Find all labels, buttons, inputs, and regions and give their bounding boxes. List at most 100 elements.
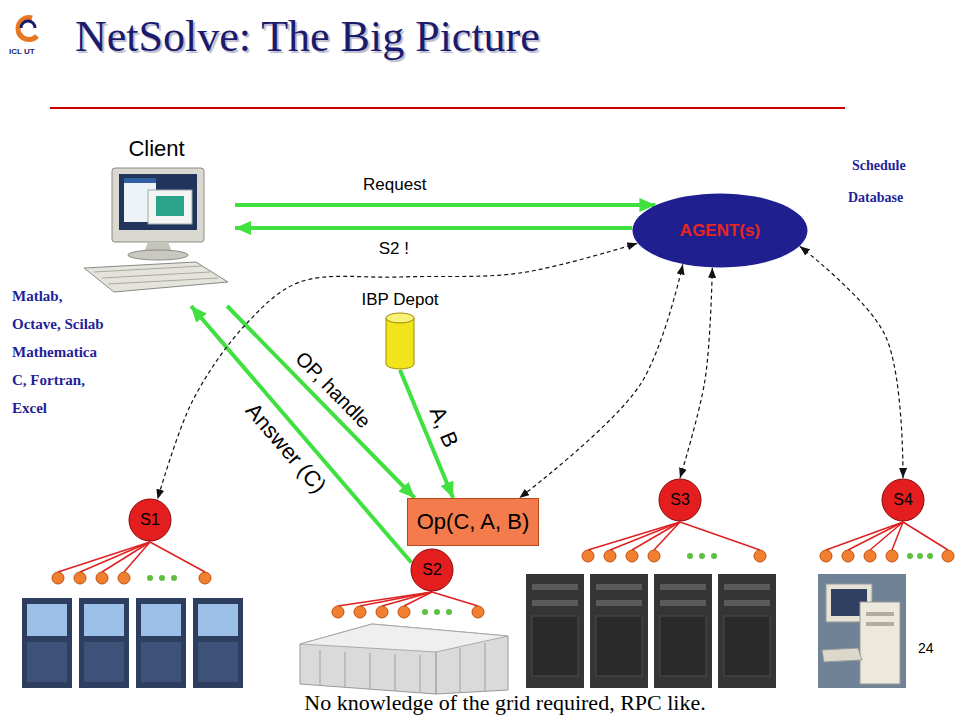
supercomputer: [485, 643, 486, 691]
ellipsis-dot: [687, 553, 693, 559]
fan-out-wires: [150, 542, 205, 572]
worker-dot: [376, 606, 388, 618]
fan-out-wires: [80, 542, 150, 572]
server-racks: [660, 584, 706, 590]
workstation-cluster: [198, 642, 238, 682]
workstation: [822, 648, 862, 662]
fan-out-wires: [360, 592, 432, 606]
icl-logo: [18, 18, 37, 40]
worker-dot: [842, 550, 854, 562]
supercomputer: [460, 648, 461, 692]
workstation-cluster: [141, 642, 181, 682]
arrow-label: Request: [360, 175, 429, 195]
client-workstation: Client: [78, 136, 235, 306]
workstation-cluster: [84, 642, 124, 682]
worker-dot: [332, 606, 344, 618]
ellipsis-dot: [422, 609, 428, 615]
client-computer: [94, 266, 202, 272]
slide-caption: No knowledge of the grid required, RPC l…: [304, 690, 705, 715]
fan-out-wires: [610, 522, 680, 550]
client-interface: C, Fortran,: [12, 372, 85, 389]
arrow-label: Answer (C): [239, 396, 334, 500]
title-rule: [50, 107, 845, 109]
arrow-label: OP, handle: [289, 345, 378, 435]
server-circle: S4: [881, 478, 925, 522]
node-label: S1: [140, 511, 160, 529]
agent-note: Schedule: [852, 158, 906, 174]
node-label: S2: [422, 561, 442, 579]
worker-dot: [648, 550, 660, 562]
ellipsis-dot: [446, 609, 452, 615]
worker-dot: [582, 550, 594, 562]
depot-cylinder: [386, 313, 414, 323]
fan-out-wires: [903, 522, 948, 550]
dashed-link: [680, 268, 712, 478]
supercomputer: [300, 624, 508, 652]
workstation-cluster: [84, 604, 124, 636]
ellipsis-dot: [711, 553, 717, 559]
fan-out-wires: [338, 592, 432, 606]
server-racks: [654, 574, 712, 688]
node-label: IBP Depot: [361, 290, 438, 310]
fan-out-wires: [680, 522, 760, 550]
supercomputer: [370, 653, 371, 689]
client-computer: [84, 262, 228, 292]
workstation-cluster: [193, 598, 243, 688]
worker-dot: [96, 572, 108, 584]
server-racks: [724, 584, 770, 590]
dashed-link: [800, 246, 903, 478]
worker-dot: [820, 550, 832, 562]
arrow-label: A, B: [423, 400, 465, 454]
workstation: [818, 574, 906, 688]
slide-title: NetSolve: The Big Picture: [75, 12, 540, 63]
supercomputer: [300, 624, 508, 694]
server-racks: [660, 600, 706, 606]
worker-dot: [199, 572, 211, 584]
client-computer: [108, 278, 218, 284]
message-arrow: [235, 203, 655, 207]
ellipsis-dot: [171, 575, 177, 581]
server-racks: [532, 616, 578, 676]
workstation: [818, 574, 906, 688]
worker-dot: [942, 550, 954, 562]
server-racks: [724, 616, 770, 676]
ellipsis-dot: [917, 553, 923, 559]
workstation-cluster: [198, 604, 238, 636]
workstation-cluster: [141, 604, 181, 636]
worker-dot: [398, 606, 410, 618]
node-label: S4: [893, 491, 913, 509]
client-computer: [124, 178, 156, 183]
supercomputer: [436, 652, 437, 694]
client-interface: Octave, Scilab: [12, 316, 104, 333]
server-racks: [532, 584, 578, 590]
node-label: AGENT(s): [680, 221, 760, 241]
ellipsis-dot: [159, 575, 165, 581]
client-computer: [148, 190, 192, 224]
ellipsis-dot: [147, 575, 153, 581]
supercomputer: [420, 655, 421, 693]
server-racks: [590, 574, 648, 688]
ellipsis-dot: [434, 609, 440, 615]
operation-box: Op(C, A, B): [407, 498, 539, 546]
fan-out-wires: [892, 522, 903, 550]
fan-out-wires: [382, 592, 432, 606]
server-racks: [660, 616, 706, 676]
fan-out-wires: [632, 522, 680, 550]
ellipsis-dot: [699, 553, 705, 559]
server-racks: [596, 600, 642, 606]
server-racks: [596, 584, 642, 590]
message-arrow: [191, 306, 411, 562]
workstation: [866, 622, 894, 626]
supercomputer: [395, 654, 396, 691]
server-racks: [718, 574, 776, 688]
fan-out-wires: [654, 522, 680, 550]
worker-dot: [52, 572, 64, 584]
dashed-link: [519, 264, 682, 498]
client-computer: [102, 272, 210, 278]
ellipsis-dot: [907, 553, 913, 559]
client-computer: [112, 168, 204, 242]
worker-dot: [354, 606, 366, 618]
server-circle: S2: [410, 548, 454, 592]
fan-out-wires: [826, 522, 903, 550]
depot-cylinder: [386, 313, 414, 369]
